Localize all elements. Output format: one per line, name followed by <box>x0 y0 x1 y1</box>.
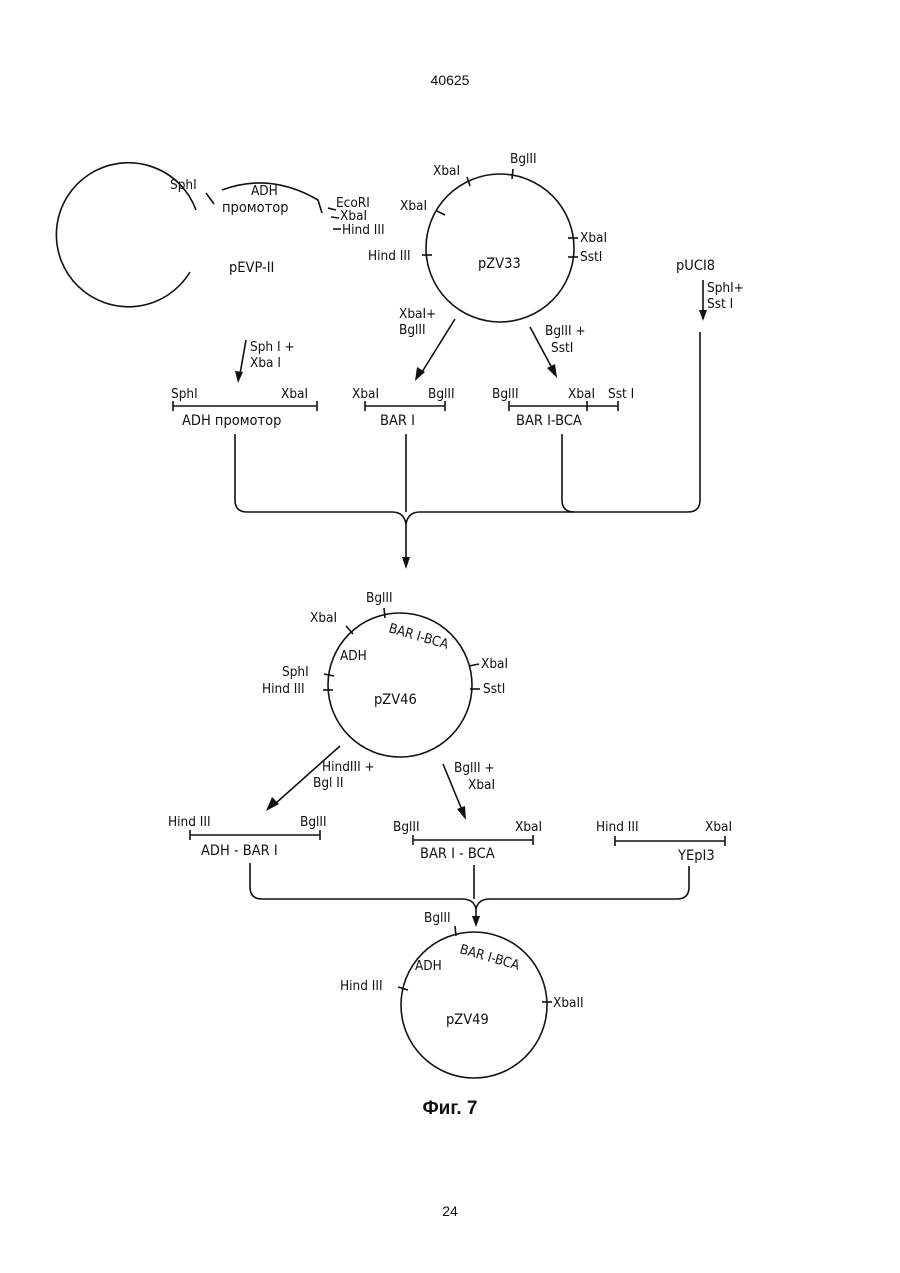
fragment-yep13-left-site: Hind III <box>596 819 639 835</box>
pZV46-label-sph: SphI <box>282 664 309 680</box>
fragment-bar1-bca-2: BglII XbaI BAR I - BCA <box>393 819 542 862</box>
ligation-brace-1 <box>235 332 700 569</box>
pZV33-left-arrow-shaft <box>422 319 455 372</box>
pZV46-site-bgl <box>384 608 385 618</box>
ligation-brace-2 <box>250 863 689 927</box>
pZV33-label-bgl-top: BglII <box>510 151 537 167</box>
fragment-bar1-bca-mid-site: XbaI <box>568 386 595 402</box>
pZV46-right-arrow-head <box>457 806 466 820</box>
pZV33-label-xba-top: XbaI <box>433 163 460 179</box>
fragment-bar1-label: BAR I <box>380 413 415 429</box>
fragment-adh-promoter: SphI XbaI ADH промотор <box>171 386 317 429</box>
pZV46-label-xba-left: XbaI <box>310 610 337 626</box>
fragment-bar1: XbaI BglII BAR I <box>352 386 455 429</box>
fragment-yep13: Hind III XbaI YEpI3 <box>596 819 732 864</box>
pEVP-digest-arrow-shaft <box>240 340 246 374</box>
pZV33-left-digest-1: XbaI+ <box>399 306 436 322</box>
fragment-bar1-bca-2-left-site: BglII <box>393 819 420 835</box>
pZV33-right-arrow-head <box>547 364 557 378</box>
pZV46-site-xba-right <box>469 664 479 666</box>
pZV46-label-bgl: BglII <box>366 590 393 606</box>
pZV49-label-xba: XbaII <box>553 995 584 1011</box>
pZV33-label-xba-left: XbaI <box>400 198 427 214</box>
fragment-adh-bar1-left-site: Hind III <box>168 814 211 830</box>
fragment-adh-bar1-label: ADH - BAR I <box>201 843 278 859</box>
pZV33-right-digest-1: BglII + <box>545 323 586 339</box>
pZV49-insert-bar: BAR I-BCA <box>458 941 522 973</box>
pZV46-label-sst: SstI <box>483 681 505 697</box>
pZV33-label-sst: SstI <box>580 249 602 265</box>
pZV46-right-digest-2: XbaI <box>468 777 495 793</box>
fragment-adh-bar1: Hind III BglII ADH - BAR I <box>168 814 327 859</box>
plasmid-pZV46: BglII XbaI SphI Hind III XbaI SstI ADH B… <box>262 590 508 757</box>
pEVP-label-hind: Hind III <box>342 222 385 238</box>
pEVP-insert-adh: ADH <box>251 183 278 199</box>
pZV46-site-sph <box>324 674 334 676</box>
plasmid-pEVP: SphI EcoRI XbaI Hind III ADH промотор pE… <box>56 163 384 307</box>
fragment-yep13-label: YEpI3 <box>677 848 715 864</box>
pZV49-site-bgl <box>455 926 456 936</box>
pZV46-right-digest-1: BglII + <box>454 760 495 776</box>
fragment-bar1-left-site: XbaI <box>352 386 379 402</box>
pZV33-left-digest-2: BglII <box>399 322 426 338</box>
pZV46-label-hind: Hind III <box>262 681 305 697</box>
fragment-adh-promoter-right-site: XbaI <box>281 386 308 402</box>
pZV33-name: pZV33 <box>478 256 521 272</box>
pZV46-left-arrow-head <box>266 797 279 811</box>
fragment-bar1-right-site: BglII <box>428 386 455 402</box>
pZV33-right-digest-2: SstI <box>551 340 573 356</box>
pZV33-site-xba-left <box>437 211 445 215</box>
pEVP-label-sph: SphI <box>170 177 197 193</box>
pUC18-digest-2: Sst I <box>707 296 733 312</box>
pEVP-digest-2: Xba I <box>250 355 281 371</box>
pZV33-label-xba-right: XbaI <box>580 230 607 246</box>
pZV46-left-digest-2: Bgl II <box>313 775 343 791</box>
pZV49-name: pZV49 <box>446 1012 489 1028</box>
fragment-bar1-bca-left-site: BglII <box>492 386 519 402</box>
pUC18-arrow-head <box>699 310 707 321</box>
pZV46-insert-adh: ADH <box>340 648 367 664</box>
brace-1-drop-bca <box>562 434 574 512</box>
pZV49-label-hind: Hind III <box>340 978 383 994</box>
fragment-adh-promoter-label: ADH промотор <box>182 413 281 429</box>
page-number-bottom: 24 <box>0 1203 900 1219</box>
pUC18-digest-1: SphI+ <box>707 280 744 296</box>
pZV33-circle <box>426 174 574 322</box>
pZV33-label-hind: Hind III <box>368 248 411 264</box>
fragment-bar1-bca-2-right-site: XbaI <box>515 819 542 835</box>
figure-caption: Фиг. 7 <box>0 1098 900 1120</box>
plasmid-pZV49: BglII Hind III XbaII ADH BAR I-BCA pZV49 <box>340 910 584 1078</box>
pEVP-site-xba <box>331 217 339 218</box>
pZV46-label-xba-right: XbaI <box>481 656 508 672</box>
pZV49-label-bgl: BglII <box>424 910 451 926</box>
pEVP-digest-arrow-head <box>235 371 243 383</box>
pUC18-name: pUCI8 <box>676 258 715 274</box>
pEVP-site-ecori <box>328 208 336 210</box>
fragment-yep13-right-site: XbaI <box>705 819 732 835</box>
pZV33-site-bgl-top <box>512 169 513 179</box>
fragment-bar1-bca-2-label: BAR I - BCA <box>420 846 495 862</box>
fragment-adh-promoter-left-site: SphI <box>171 386 198 402</box>
pZV46-left-digest-1: HindIII + <box>322 759 375 775</box>
fragment-bar1-bca: BglII XbaI Sst I BAR I-BCA <box>492 386 634 429</box>
pEVP-site-sph <box>206 193 214 204</box>
brace-1-arrow-head <box>402 557 410 569</box>
pEVP-digest-1: Sph I + <box>250 339 295 355</box>
fragment-bar1-bca-label: BAR I-BCA <box>516 413 582 429</box>
fragment-bar1-bca-right-site: Sst I <box>608 386 634 402</box>
fragment-adh-bar1-right-site: BglII <box>300 814 327 830</box>
plasmid-pZV33: XbaI BglII XbaI Hind III XbaI SstI pZV33 <box>368 151 607 322</box>
pEVP-insert-promoter: промотор <box>222 200 288 216</box>
pZV49-insert-adh: ADH <box>415 958 442 974</box>
pEVP-name: pEVP-II <box>229 260 274 276</box>
brace-2-arrow-head <box>472 916 480 927</box>
pZV46-name: pZV46 <box>374 692 417 708</box>
brace-2-line <box>250 863 689 909</box>
brace-1-line <box>235 332 700 524</box>
